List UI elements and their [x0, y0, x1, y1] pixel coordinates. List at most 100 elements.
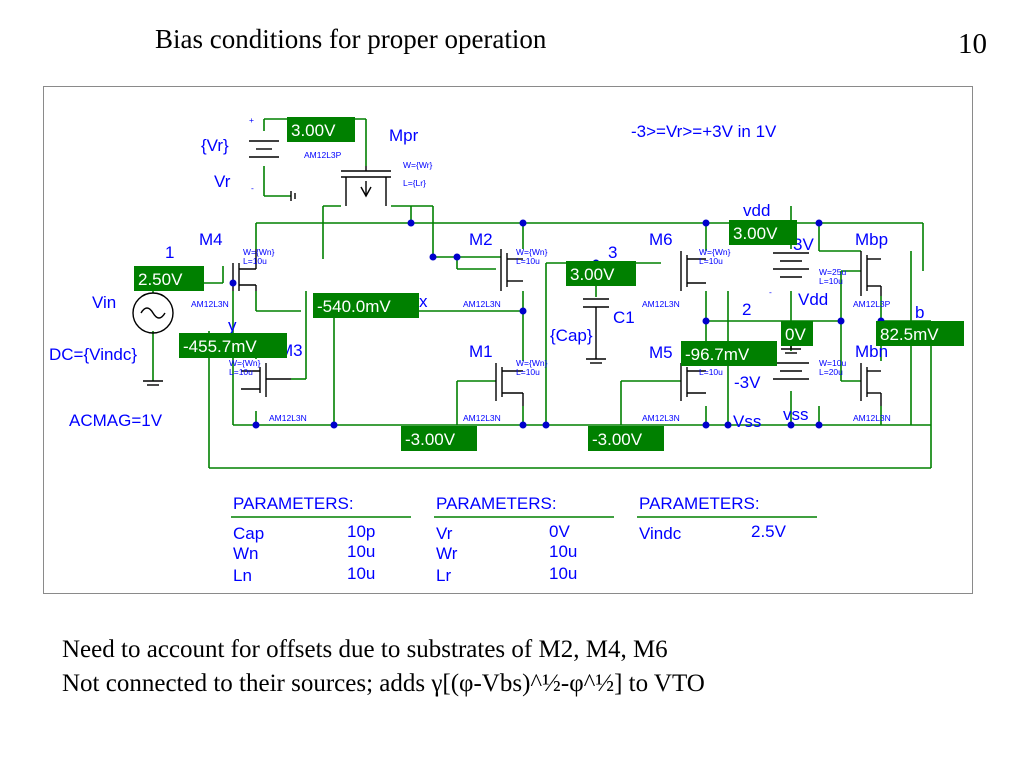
voltage-marker-y-text: -455.7mV — [183, 337, 257, 356]
vss-net-label: vss — [783, 405, 809, 424]
m2-model-label: AM12L3N — [463, 299, 501, 309]
m6-w-label: W={Wn} — [699, 247, 731, 257]
param-name: Vindc — [639, 524, 682, 543]
vr-name-label: Vr — [214, 172, 231, 191]
m2-name-label: M2 — [469, 230, 493, 249]
vss-value-label: -3V — [734, 373, 761, 392]
voltage-marker-mpr-text: 3.00V — [291, 121, 336, 140]
param-value: 10u — [549, 564, 577, 583]
mbp-name-label: Mbp — [855, 230, 888, 249]
voltage-marker-y: -455.7mV — [179, 333, 287, 358]
mbn-model-label: AM12L3N — [853, 413, 891, 423]
m2-w-label: W={Wn} — [516, 247, 548, 257]
parameters-header: PARAMETERS: — [436, 494, 557, 513]
node-x-label: x — [419, 292, 428, 311]
m4-w-label: W={Wn} — [243, 247, 275, 257]
device-symbols — [132, 140, 882, 406]
c1-name-label: C1 — [613, 308, 635, 327]
mbp-model-label: AM12L3P — [853, 299, 891, 309]
node-3-label: 3 — [608, 243, 617, 262]
vdd-minus-sign: - — [769, 287, 772, 297]
voltage-marker-node3: 3.00V — [566, 261, 636, 286]
param-value: 10u — [549, 542, 577, 561]
m6-name-label: M6 — [649, 230, 673, 249]
note-line-1: Need to account for offsets due to subst… — [62, 636, 668, 663]
m3-w-label: W={Wn} — [229, 358, 261, 368]
voltage-marker-ground: 0V — [781, 321, 813, 346]
voltage-marker-node3-text: 3.00V — [570, 265, 615, 284]
voltage-marker-vss-right-text: -3.00V — [592, 430, 643, 449]
minus-sign: - — [251, 183, 254, 193]
parameters-block-3: PARAMETERS: Vindc 2.5V — [637, 494, 817, 543]
mbn-w-label: W=10u — [819, 358, 846, 368]
m1-model-label: AM12L3N — [463, 413, 501, 423]
voltage-marker-vin-text: 2.50V — [138, 270, 183, 289]
node-2-label: 2 — [742, 300, 751, 319]
voltage-marker-mpr: 3.00V — [287, 117, 355, 142]
voltage-marker-x-text: -540.0mV — [317, 297, 391, 316]
slide-notes: Need to account for offsets due to subst… — [62, 633, 705, 701]
mbn-name-label: Mbn — [855, 342, 888, 361]
param-name: Wn — [233, 544, 259, 563]
m1-w-label: W={Wn} — [516, 358, 548, 368]
voltage-marker-b-text: 82.5mV — [880, 325, 939, 344]
m1-name-label: M1 — [469, 342, 493, 361]
circuit-schematic: -3>=Vr>=+3V in 1V {Vr} Vr + - Mpr AM12L3… — [49, 115, 964, 585]
vdd-src-label: Vdd — [798, 290, 828, 309]
voltage-marker-vdd-text: 3.00V — [733, 224, 778, 243]
vdd-net-label: vdd — [743, 201, 770, 220]
c1-value-label: {Cap} — [550, 326, 593, 345]
parameters-header: PARAMETERS: — [233, 494, 354, 513]
vdd-value-label: 3V — [793, 235, 814, 254]
vin-name-label: Vin — [92, 293, 116, 312]
vr-value-label: {Vr} — [201, 136, 229, 155]
voltage-marker-vin: 2.50V — [134, 266, 204, 291]
param-value: 10u — [347, 564, 375, 583]
mpr-l-label: L={Lr} — [403, 178, 426, 188]
slide-title: Bias conditions for proper operation — [155, 24, 547, 54]
voltage-marker-vss-right: -3.00V — [588, 426, 664, 451]
voltage-marker-x: -540.0mV — [313, 293, 419, 318]
mbp-w-label: W=25u — [819, 267, 846, 277]
param-name: Ln — [233, 566, 252, 585]
mpr-model-label: AM12L3P — [304, 150, 342, 160]
param-value: 2.5V — [751, 522, 787, 541]
param-name: Vr — [436, 524, 453, 543]
voltage-marker-ground-text: 0V — [785, 325, 806, 344]
vin-dc-label: DC={Vindc} — [49, 345, 137, 364]
parameters-block-1: PARAMETERS: Cap 10p Wn 10u Ln 10u — [231, 494, 411, 585]
voltage-marker-vss-left-text: -3.00V — [405, 430, 456, 449]
m6-l-label: L=10u — [699, 256, 723, 266]
plus-sign: + — [249, 115, 254, 125]
mbp-l-label: L=10u — [819, 276, 843, 286]
mpr-name-label: Mpr — [389, 126, 419, 145]
node-y-label: y — [228, 316, 237, 335]
m4-model-label: AM12L3N — [191, 299, 229, 309]
m2-l-label: L=10u — [516, 256, 540, 266]
m6-model-label: AM12L3N — [642, 299, 680, 309]
param-name: Lr — [436, 566, 451, 585]
voltage-marker-vss-left: -3.00V — [401, 426, 477, 451]
param-value: 10u — [347, 542, 375, 561]
page-number: 10 — [958, 28, 987, 60]
mbn-l-label: L=20u — [819, 367, 843, 377]
m5-l-label: L=10u — [699, 367, 723, 377]
voltage-marker-m5-text: -96.7mV — [685, 345, 750, 364]
sweep-note: -3>=Vr>=+3V in 1V — [631, 122, 777, 141]
parameters-block-2: PARAMETERS: Vr 0V Wr 10u Lr 10u — [434, 494, 614, 585]
m3-model-label: AM12L3N — [269, 413, 307, 423]
mpr-w-label: W={Wr} — [403, 160, 433, 170]
parameters-header: PARAMETERS: — [639, 494, 760, 513]
vin-acmag-label: ACMAG=1V — [69, 411, 163, 430]
note-line-2: Not connected to their sources; adds γ[(… — [62, 670, 705, 697]
m3-l-label: L=10u — [229, 367, 253, 377]
m4-name-label: M4 — [199, 230, 223, 249]
node-1-label: 1 — [165, 243, 174, 262]
schematic-panel: -3>=Vr>=+3V in 1V {Vr} Vr + - Mpr AM12L3… — [43, 86, 973, 594]
voltage-marker-b: 82.5mV — [876, 321, 964, 346]
param-name: Wr — [436, 544, 458, 563]
vss-src-label: Vss — [733, 412, 761, 431]
node-b-label: b — [915, 303, 924, 322]
voltage-marker-vdd: 3.00V — [729, 220, 797, 245]
voltage-marker-m5: -96.7mV — [681, 341, 777, 366]
